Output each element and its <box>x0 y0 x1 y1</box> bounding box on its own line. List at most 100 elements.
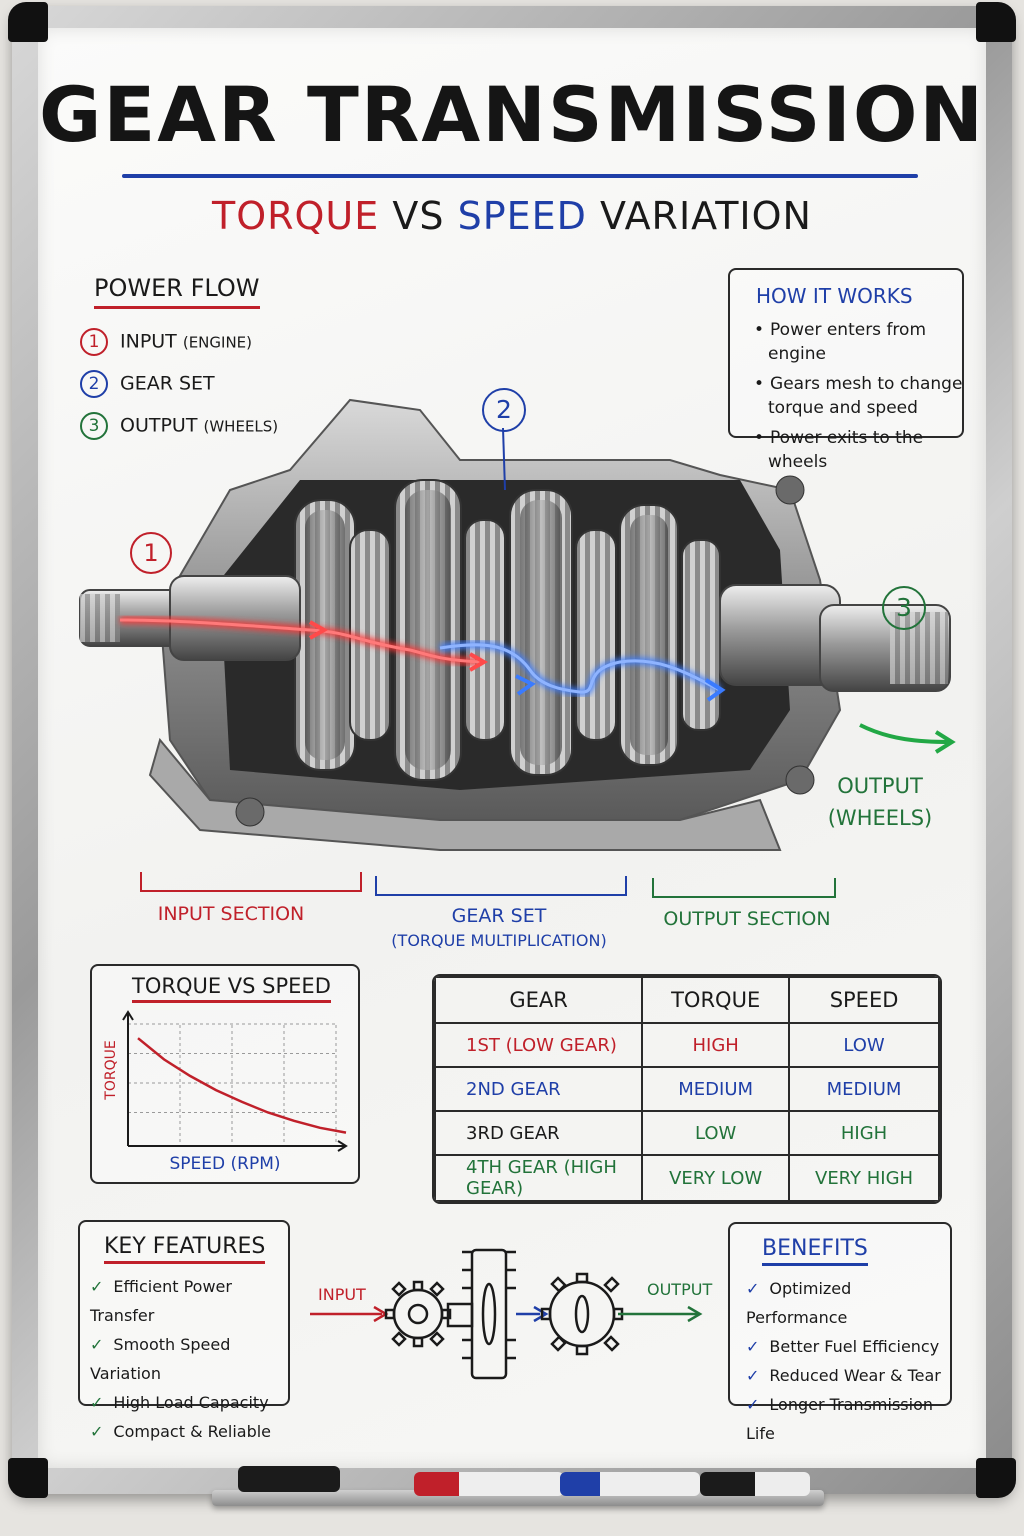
table-cell: 1ST (LOW GEAR) <box>434 1022 644 1068</box>
shaft-coupler-sketch <box>446 1302 474 1328</box>
power-flow-label: OUTPUT <box>120 414 198 437</box>
gear-set-detail: (TORQUE MULTIPLICATION) <box>391 931 607 950</box>
small-gear-sketch <box>384 1280 452 1348</box>
check-icon: ✓ <box>90 1277 104 1296</box>
key-feature-text: Compact & Reliable <box>113 1422 272 1441</box>
table-cell: 4TH GEAR (HIGH GEAR) <box>434 1154 644 1202</box>
how-bullet: Gears mesh to change torque and speed <box>768 372 964 420</box>
transmission-cutaway-illustration <box>79 398 956 851</box>
mount-hole <box>235 797 265 827</box>
subtitle-vs: VS <box>392 194 445 238</box>
output-gear-sketch <box>540 1272 624 1356</box>
y-axis-arrow-icon <box>122 1010 134 1021</box>
gear-set-bracket <box>375 876 627 896</box>
frame-corner <box>976 2 1016 42</box>
power-flow-panel: POWER FLOW <box>94 274 260 309</box>
output-label: OUTPUT <box>837 774 923 798</box>
subtitle-speed: SPEED <box>457 194 587 238</box>
title-underline <box>122 174 918 178</box>
table-cell: MEDIUM <box>641 1066 791 1112</box>
key-feature-text: Efficient Power Transfer <box>90 1277 232 1325</box>
arrowhead-icon <box>515 674 536 696</box>
eraser[interactable] <box>238 1466 340 1492</box>
red-marker[interactable] <box>414 1472 564 1496</box>
table-cell: MEDIUM <box>788 1066 940 1112</box>
benefit-item: ✓Optimized Performance <box>746 1274 950 1332</box>
input-section-bracket <box>140 872 362 892</box>
blue-marker[interactable] <box>560 1472 700 1496</box>
table-cell: LOW <box>641 1110 791 1156</box>
table-cell: 2ND GEAR <box>434 1066 644 1112</box>
key-feature-item: ✓Smooth Speed Variation <box>90 1330 288 1388</box>
gear-set-section-label: GEAR SET (TORQUE MULTIPLICATION) <box>375 905 623 950</box>
mount-hole <box>785 765 815 795</box>
arrowhead-icon <box>704 678 726 702</box>
power-flow-item-output: 3 OUTPUT (WHEELS) <box>80 412 279 440</box>
power-flow-label: INPUT <box>120 330 177 353</box>
how-it-works-box: HOW IT WORKS Power enters from engine Ge… <box>728 268 964 472</box>
power-flow-heading: POWER FLOW <box>94 274 260 309</box>
check-icon: ✓ <box>746 1337 760 1356</box>
housing-base <box>148 737 782 851</box>
how-bullet: Power enters from engine <box>768 318 964 366</box>
table-header-cell: TORQUE <box>641 976 791 1024</box>
benefit-text: Better Fuel Efficiency <box>769 1337 940 1356</box>
gear-train-sketch <box>310 1248 703 1380</box>
subtitle: TORQUE VS SPEED VARIATION <box>0 194 1024 238</box>
mount-hole <box>775 475 805 505</box>
power-flow-arrow-blue <box>439 643 721 694</box>
frame-corner <box>976 1458 1016 1498</box>
power-flow-label: GEAR SET <box>120 372 215 395</box>
benefit-item: ✓Reduced Wear & Tear <box>746 1361 950 1390</box>
table-cell: HIGH <box>788 1110 940 1156</box>
large-gear-sketch <box>462 1248 516 1380</box>
table-header-cell: SPEED <box>788 976 940 1024</box>
table-header-cell: GEAR <box>434 976 644 1024</box>
arrowhead-icon <box>533 1305 549 1323</box>
benefits-box: BENEFITS ✓Optimized Performance ✓ Better … <box>728 1222 952 1443</box>
check-icon: ✓ <box>746 1395 760 1414</box>
chart-title: TORQUE VS SPEED <box>132 974 331 1003</box>
arrowhead-icon <box>469 652 489 672</box>
input-spline <box>80 594 120 642</box>
chart-series-line <box>137 1037 347 1134</box>
check-icon: ✓ <box>746 1279 760 1298</box>
output-wheels-label: OUTPUT (WHEELS) <box>820 770 940 834</box>
step-number: 3 <box>80 412 108 440</box>
check-icon: ✓ <box>746 1366 760 1385</box>
black-marker[interactable] <box>700 1472 810 1496</box>
marker-gear-set: 2 <box>482 388 526 432</box>
table-cell: 3RD GEAR <box>434 1110 644 1156</box>
step-number: 2 <box>80 370 108 398</box>
table-cell: VERY HIGH <box>788 1154 940 1202</box>
chart-grid <box>128 1023 337 1142</box>
sketch-input-label: INPUT <box>318 1285 366 1304</box>
check-icon: ✓ <box>90 1335 104 1354</box>
check-icon: ✓ <box>90 1393 104 1412</box>
torque-speed-chart <box>122 1010 348 1152</box>
key-feature-item: ✓High Load Capacity <box>90 1388 288 1417</box>
benefit-text: Longer Transmission Life <box>746 1395 933 1443</box>
benefit-item: ✓Longer Transmission Life <box>746 1390 950 1448</box>
key-features-heading: KEY FEATURES <box>104 1234 266 1264</box>
sketch-output-label: OUTPUT <box>647 1280 713 1299</box>
key-feature-text: Smooth Speed Variation <box>90 1335 231 1383</box>
output-arrow <box>859 723 951 744</box>
chart-ylabel: TORQUE <box>103 1040 119 1100</box>
table-cell: LOW <box>788 1022 940 1068</box>
power-flow-detail: (WHEELS) <box>203 417 279 436</box>
benefits-heading: BENEFITS <box>762 1236 868 1266</box>
input-section-label: INPUT SECTION <box>157 903 305 925</box>
step-number: 1 <box>80 328 108 356</box>
key-feature-item: ✓Compact & Reliable <box>90 1417 288 1446</box>
gear-set-label: GEAR SET <box>451 905 547 927</box>
marker-2-leader <box>502 427 506 491</box>
subtitle-torque: TORQUE <box>212 194 380 238</box>
chart-xlabel: SPEED (RPM) <box>169 1154 281 1174</box>
